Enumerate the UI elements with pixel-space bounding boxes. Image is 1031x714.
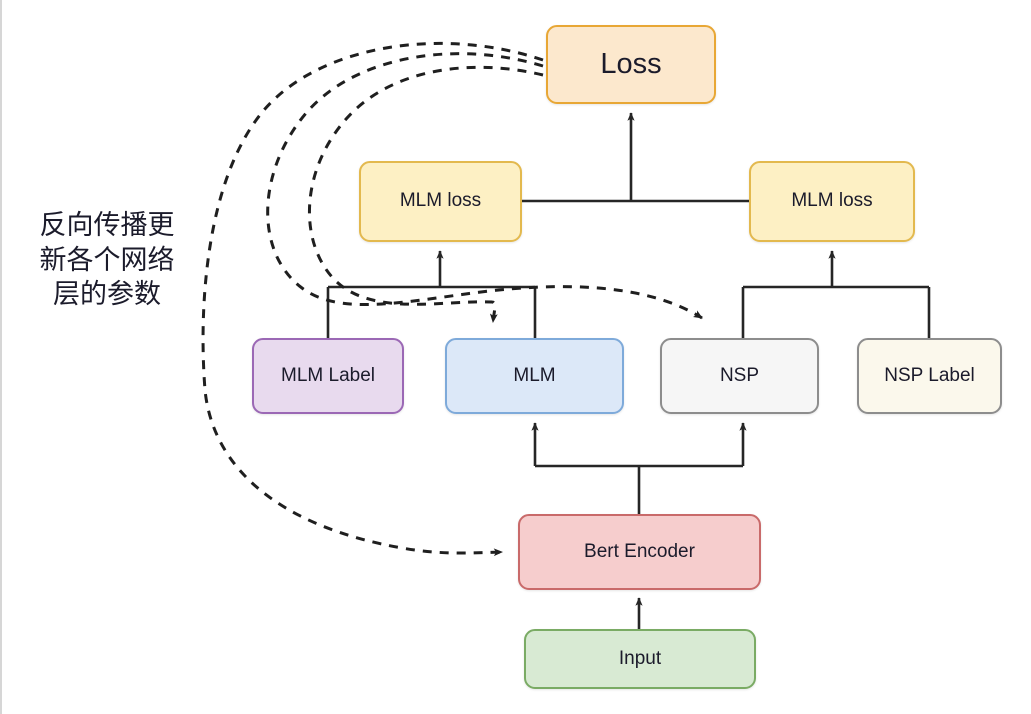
node-nsp-label[interactable]: NSP Label [857, 338, 1002, 414]
node-mlm-loss-right[interactable]: MLM loss [749, 161, 915, 242]
node-nsp[interactable]: NSP [660, 338, 819, 414]
node-input-label: Input [618, 647, 662, 669]
node-loss-label: Loss [600, 48, 662, 81]
node-mlm-label-inner: MLM [513, 364, 556, 386]
backprop-annotation-line-2: 新各个网络 [39, 244, 175, 276]
backprop-annotation-line-3: 层的参数 [53, 279, 161, 311]
node-bert-encoder-label: Bert Encoder [584, 540, 695, 562]
edge-backprop-loss-to-bert [201, 41, 544, 557]
node-mlm[interactable]: MLM [445, 338, 624, 414]
node-input[interactable]: Input [524, 629, 756, 689]
node-nsp-label-inner: NSP [719, 364, 760, 386]
node-bert-encoder[interactable]: Bert Encoder [518, 514, 761, 590]
node-mlm-label[interactable]: MLM Label [252, 338, 404, 414]
edge-nsp-nsplabel-to-mlmloss [741, 250, 931, 338]
edge-mlmloss-to-loss [522, 112, 749, 203]
node-nsp-label-text: NSP Label [884, 364, 975, 386]
node-loss[interactable]: Loss [546, 25, 716, 104]
backprop-annotation: 反向传播更 新各个网络 层的参数 [16, 209, 198, 313]
node-mlm-loss-left[interactable]: MLM loss [359, 161, 522, 242]
edge-bert-to-mlm-nsp [531, 422, 747, 514]
node-mlm-loss-right-label: MLM loss [791, 190, 873, 212]
node-mlm-label-text: MLM Label [281, 364, 375, 386]
edge-mlmlabel-mlm-to-mlmloss [326, 250, 537, 338]
node-mlm-loss-left-label: MLM loss [399, 190, 482, 212]
backprop-annotation-line-1: 反向传播更 [39, 210, 175, 241]
